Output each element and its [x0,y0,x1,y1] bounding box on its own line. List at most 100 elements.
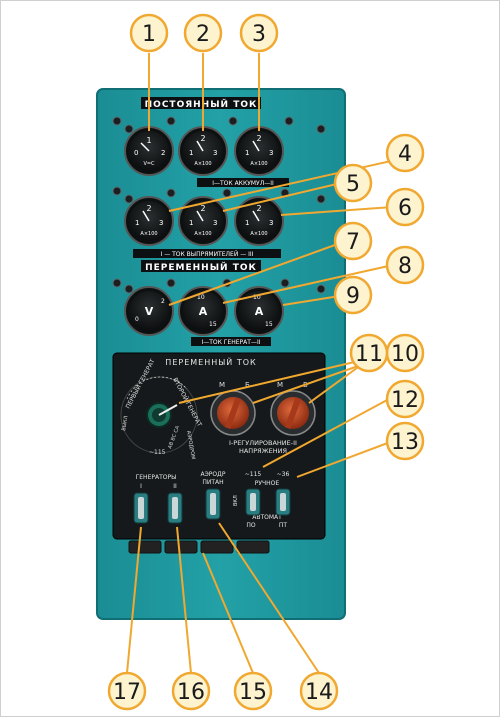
svg-text:15: 15 [265,321,273,328]
svg-text:3: 3 [269,149,273,157]
gauge-1-unit: V=C [143,161,155,167]
callout-number: 17 [113,680,141,705]
svg-text:2: 2 [200,134,205,143]
gauge-3-unit: A×100 [250,161,267,167]
callout-2: 2 [183,13,223,53]
callout-number: 7 [346,230,360,255]
screw-icon [166,116,176,126]
manual-115-switch[interactable] [245,488,261,516]
callout-number: 8 [398,254,412,279]
svg-text:10: 10 [253,294,261,301]
svg-text:2: 2 [256,134,261,143]
generator-caption-bar [191,337,271,346]
callout-10: 10 [385,333,425,373]
gauge-6-unit: A×100 [250,231,267,237]
lower-black-panel [112,352,326,540]
airfield-power-switch[interactable] [205,488,221,520]
po-label: ПО [246,522,256,529]
callout-number: 16 [177,680,205,705]
dc-section-title: ПОСТОЯННЫЙ ТОК [145,98,258,110]
callout-9: 9 [333,275,373,315]
ac-title-bar [141,260,261,272]
regulation-caption-1: I-РЕГУЛИРОВАНИЕ-II [229,439,297,447]
callout-number: 14 [305,680,333,705]
vkl-label: ВКЛ [233,495,239,506]
svg-text:1: 1 [189,149,193,157]
callout-13: 13 [385,421,425,461]
selector-label-off: ВЫКЛ [121,415,130,431]
callout-number: 1 [142,22,156,47]
svg-text:2: 2 [146,204,151,213]
pt-label: ПТ [279,522,288,529]
callout-number: 3 [252,22,266,47]
gauge-1: 1 0 2 V=C [124,126,174,176]
gauge-9: A 10 15 [234,286,284,336]
callout-14: 14 [299,671,339,711]
regulation-knob-2 [270,390,316,436]
screw-icon [166,188,176,198]
screw-icon [166,278,176,288]
gen-switch-2-label: II [173,483,177,490]
svg-text:2: 2 [161,149,165,157]
gauge-4: 2 1 3 A×100 [124,196,174,246]
knob-1-m-label: М [219,381,225,389]
rectifier-caption-bar [133,249,281,258]
selector-label-airfield: АЭРОДРОМ [185,430,196,460]
gauge-5-unit: A×100 [194,231,211,237]
svg-text:3: 3 [269,219,273,227]
callout-11: 11 [349,333,389,373]
generator-1-switch[interactable] [133,492,149,524]
svg-text:2: 2 [200,204,205,213]
screw-icon [124,284,134,294]
manual-115-label: ~115 [245,471,262,478]
svg-text:3: 3 [213,219,217,227]
callout-16: 16 [171,671,211,711]
dc-title-bar [141,97,261,109]
battery-current-caption: I—ТОК АККУМУЛ—II [212,180,274,187]
screw-icon [280,278,290,288]
lower-panel-title: ПЕРЕМЕННЫЙ ТОК [165,356,256,367]
callout-number: 15 [239,680,267,705]
ac-section-title: ПЕРЕМЕННЫЙ ТОК [145,261,257,273]
svg-text:10: 10 [197,294,205,301]
svg-text:2: 2 [256,204,261,213]
screw-icon [316,284,326,294]
svg-text:2: 2 [161,298,165,305]
callout-17: 17 [107,671,147,711]
regulation-caption-2: НАПРЯЖЕНИЯ [239,447,287,455]
screw-icon [112,186,122,196]
callout-1: 1 [129,13,169,53]
callout-8: 8 [385,245,425,285]
screw-icon [112,116,122,126]
screw-icon [228,116,238,126]
svg-text:1: 1 [245,149,249,157]
screw-icon [222,188,232,198]
rectifier-current-caption: I — ТОК ВЫПРЯМИТЕЛЕЙ — III [161,251,254,258]
gauge-5: 2 1 3 A×100 [178,196,228,246]
svg-text:1: 1 [146,136,151,145]
gauge-2-unit: A×100 [194,161,211,167]
gauge-4-unit: A×100 [140,231,157,237]
generator-2-switch[interactable] [167,492,183,524]
generator-current-caption: I—ТОК ГЕНЕРАТ—II [201,339,260,346]
manual-36-switch[interactable] [275,488,291,516]
gauge-6: 2 1 3 A×100 [234,196,284,246]
callout-number: 13 [391,430,419,455]
callout-7: 7 [333,221,373,261]
svg-text:15: 15 [209,321,217,328]
callout-number: 12 [391,388,419,413]
svg-text:0: 0 [135,316,139,323]
callout-12: 12 [385,379,425,419]
knob-1-b-label: Б [245,381,250,389]
screw-icon [124,124,134,134]
selector-label-115: ~115 [149,449,166,456]
callout-3: 3 [239,13,279,53]
screw-icon [316,124,326,134]
screw-icon [112,278,122,288]
callout-number: 10 [391,342,419,367]
auto-label: АВТОМАТ [252,514,282,521]
battery-caption-bar [197,178,289,187]
